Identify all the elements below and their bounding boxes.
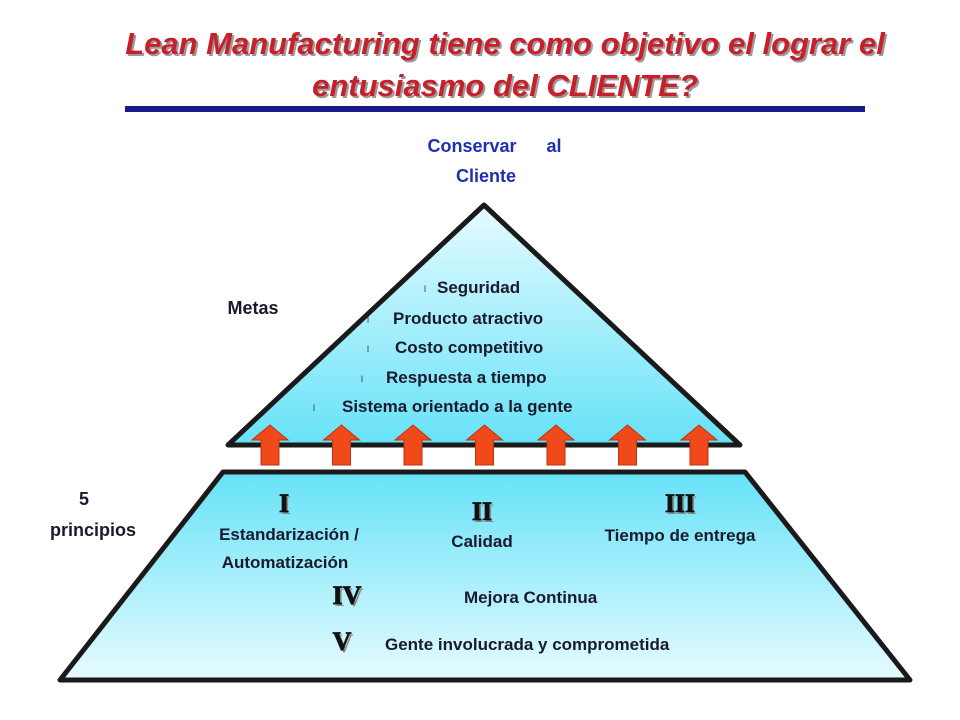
title-underline [125, 106, 865, 112]
up-arrow-icon [465, 424, 504, 466]
goal-item-costo-competitivo: Costo competitivo [395, 338, 543, 357]
principle-numeral-shadow: I [281, 491, 291, 520]
goal-item-producto-atractivo: Producto atractivo [393, 309, 543, 328]
principle-gente-involucrada: Gente involucrada y comprometida [385, 635, 670, 654]
apex-label-al: al [546, 136, 561, 156]
principle-mejora-continua: Mejora Continua [464, 588, 598, 607]
goal-item-respuesta-a-tiempo: Respuesta a tiempo [386, 368, 547, 387]
principle-numeral-v: V [333, 627, 352, 656]
principle-estandarizacion-line-2: Automatización [222, 553, 349, 572]
principles-label-word: principios [50, 520, 136, 540]
goal-bullet: l [313, 403, 315, 413]
goals-list: l Seguridad l Producto atractivo l Costo… [313, 278, 573, 416]
title-shadow-line-1: Lean Manufacturing tiene como objetivo e… [127, 28, 888, 63]
goal-item-sistema-orientado: Sistema orientado a la gente [342, 397, 573, 416]
principle-tiempo-de-entrega: Tiempo de entrega [605, 526, 756, 545]
principle-estandarizacion-line-1: Estandarización / [219, 525, 359, 544]
metas-label: Metas [227, 298, 278, 318]
title-line-1: Lean Manufacturing tiene como objetivo e… [125, 26, 886, 61]
principle-numeral-shadow: II [474, 499, 494, 528]
up-arrow-icon [250, 424, 290, 466]
principle-numeral-shadow: III [667, 491, 697, 520]
goal-bullet: l [361, 374, 363, 384]
principles-trapezoid [57, 469, 913, 683]
up-arrow-icon [322, 424, 361, 466]
principle-numeral-iv: IV [333, 581, 362, 610]
up-arrow-icon [536, 424, 576, 466]
title-shadow-line-2: entusiasmo del CLIENTE? [314, 70, 700, 105]
title-line-2: entusiasmo del CLIENTE? [312, 68, 698, 103]
up-arrow-icon [608, 424, 647, 466]
apex-label-conservar: Conservar [427, 136, 516, 156]
principle-numeral-ii: II [472, 497, 492, 526]
up-arrow-icon [393, 424, 433, 466]
goal-bullet: l [367, 315, 369, 325]
principles-label-count: 5 [79, 489, 89, 509]
goal-bullet: l [367, 344, 369, 354]
principle-numeral-i: I [279, 489, 289, 518]
goal-bullet: l [424, 284, 426, 294]
up-arrow-icon [679, 424, 719, 466]
principle-numeral-shadow: IV [335, 583, 364, 612]
principle-numeral-shadow: V [335, 629, 354, 658]
principle-calidad: Calidad [451, 532, 512, 551]
principles-list: I I Estandarización / Automatización II … [219, 489, 756, 658]
apex-label-cliente: Cliente [456, 166, 516, 186]
goal-item-seguridad: Seguridad [437, 278, 520, 297]
up-arrows-row [250, 424, 719, 466]
principle-numeral-iii: III [665, 489, 695, 518]
